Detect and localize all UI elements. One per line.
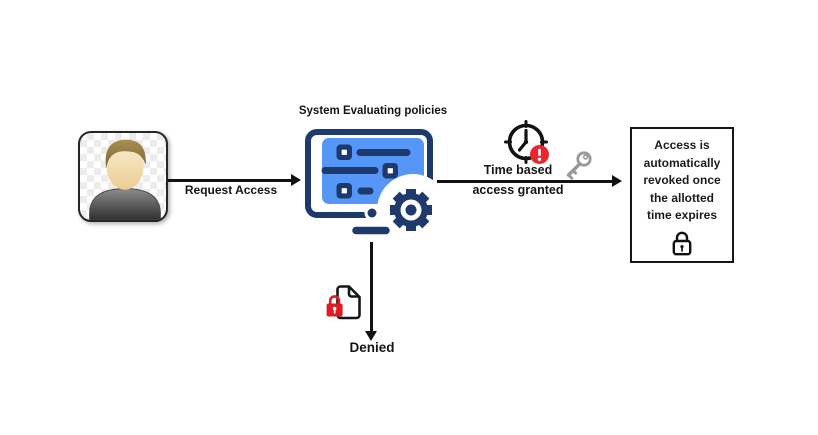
revoked-text-line: Access is bbox=[654, 138, 710, 152]
key-icon bbox=[566, 151, 592, 180]
revoked-text-line: revoked once bbox=[643, 173, 721, 188]
revoked-box: Access is automatically revoked once the… bbox=[630, 127, 734, 263]
system-title: System Evaluating policies bbox=[298, 105, 448, 117]
revoked-text-line: time expires bbox=[646, 208, 718, 223]
request-access-arrowhead bbox=[291, 173, 301, 186]
red-lock-icon bbox=[326, 295, 343, 317]
granted-arrow bbox=[437, 179, 613, 183]
revoked-text-line: automatically bbox=[643, 155, 721, 170]
denied-label: Denied bbox=[349, 340, 395, 355]
person-icon bbox=[89, 139, 161, 220]
user-avatar bbox=[78, 131, 168, 222]
request-access-label: Request Access bbox=[184, 182, 278, 197]
request-access-arrow bbox=[168, 178, 292, 182]
denied-arrowhead bbox=[365, 331, 377, 341]
padlock-icon bbox=[672, 231, 692, 256]
granted-arrowhead bbox=[612, 174, 622, 187]
time-based-label: Time based bbox=[483, 162, 553, 177]
denied-arrow bbox=[370, 242, 373, 332]
alert-badge-icon bbox=[530, 145, 549, 164]
clock-alert-icon bbox=[504, 120, 549, 164]
locked-document-icon bbox=[326, 285, 361, 320]
policy-panel-icon bbox=[305, 129, 445, 246]
gear-icon bbox=[390, 189, 432, 231]
access-granted-label: access granted bbox=[472, 183, 564, 197]
revoked-text-line: the allotted bbox=[649, 190, 714, 205]
